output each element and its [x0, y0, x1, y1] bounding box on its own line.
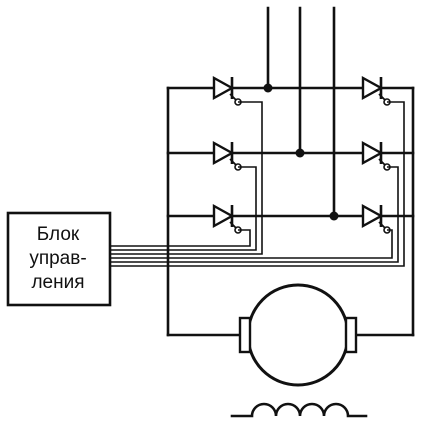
control-block: Блок управ- ления [6, 211, 112, 307]
junction-nodes [263, 83, 339, 221]
supply-lines [266, 6, 336, 218]
thyristor-t6 [361, 203, 392, 235]
dc-motor [166, 283, 415, 387]
thyristor-t1 [212, 75, 243, 107]
control-block-line-3: ления [31, 272, 84, 293]
thyristor-t5 [361, 140, 392, 172]
control-block-line-1: Блок [37, 224, 80, 245]
thyristor-t2 [212, 140, 243, 172]
thyristor-t4 [361, 75, 392, 107]
thyristor-t3 [212, 203, 243, 235]
field-winding [230, 402, 368, 418]
control-block-line-2: управ- [29, 248, 86, 269]
gate-leads [110, 101, 405, 267]
